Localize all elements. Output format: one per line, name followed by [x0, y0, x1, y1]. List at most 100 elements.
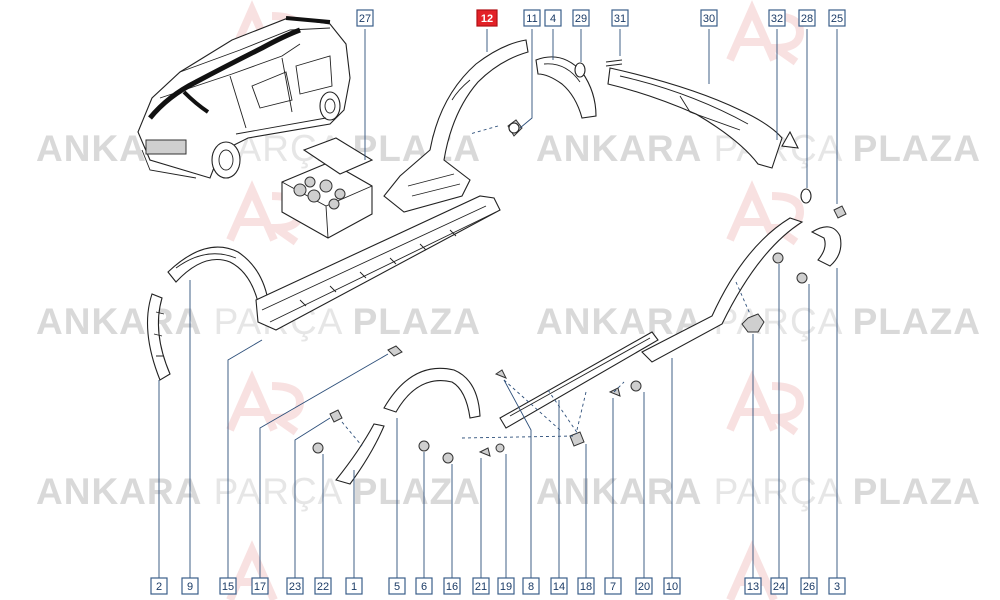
callout-label: 25: [831, 13, 843, 25]
callout-16[interactable]: 16: [443, 577, 461, 595]
callout-4[interactable]: 4: [544, 9, 562, 27]
fastener-clip: [608, 387, 621, 397]
car-illustration: [137, 16, 351, 179]
callout-label: 9: [187, 581, 193, 593]
callout-7[interactable]: 7: [604, 577, 622, 595]
callout-11[interactable]: 11: [523, 9, 541, 27]
part-15-side-sill: [255, 195, 501, 331]
watermark-word-3: PLAZA: [853, 471, 981, 512]
callout-label: 13: [747, 581, 759, 593]
fastener-screw: [796, 272, 808, 284]
callout-label: 22: [317, 581, 329, 593]
part-4-arch-piece: [535, 56, 597, 119]
watermark-word-1: ANKARA: [536, 471, 702, 512]
callout-13[interactable]: 13: [744, 577, 762, 595]
callout-22[interactable]: 22: [314, 577, 332, 595]
callout-label: 5: [394, 581, 400, 593]
part-2-fender-strip: [146, 293, 171, 381]
part-5-door-arch: [383, 367, 481, 419]
callout-label: 3: [834, 581, 840, 593]
callout-label: 32: [771, 13, 783, 25]
fastener-nut: [741, 313, 765, 333]
callout-label: 1: [351, 581, 357, 593]
callout-31[interactable]: 31: [611, 9, 629, 27]
watermark-word-3: PLAZA: [353, 301, 481, 342]
fastener-screw: [418, 440, 430, 452]
callout-label: 10: [666, 581, 678, 593]
callout-label: 28: [801, 13, 813, 25]
watermark-text: ANKARA PARÇA PLAZA: [536, 471, 981, 512]
callout-28[interactable]: 28: [798, 9, 816, 27]
callout-26[interactable]: 26: [800, 577, 818, 595]
fastener-clip: [833, 205, 847, 219]
watermark-word-3: PLAZA: [853, 301, 981, 342]
callout-2[interactable]: 2: [150, 577, 168, 595]
part-8-rocker-strip: [499, 331, 659, 429]
callout-19[interactable]: 19: [497, 577, 515, 595]
callout-5[interactable]: 5: [388, 577, 406, 595]
callout-18[interactable]: 18: [577, 577, 595, 595]
callout-9[interactable]: 9: [181, 577, 199, 595]
fastener-screw: [772, 252, 784, 264]
callout-label: 12: [481, 13, 493, 25]
callout-6[interactable]: 6: [415, 577, 433, 595]
callout-label: 27: [359, 13, 371, 25]
watermark-text: ANKARA PARÇA PLAZA: [36, 471, 481, 512]
callout-label: 11: [526, 13, 537, 25]
callout-20[interactable]: 20: [635, 577, 653, 595]
watermark-text: ANKARA PARÇA PLAZA: [536, 128, 981, 169]
fastener-clip: [494, 369, 508, 379]
watermark-word-1: ANKARA: [536, 128, 702, 169]
part-11-clip: [507, 119, 523, 137]
callout-30[interactable]: 30: [700, 9, 718, 27]
callout-label: 19: [500, 581, 512, 593]
part-27-clip-kit: [281, 137, 374, 239]
callout-29[interactable]: 29: [572, 9, 590, 27]
callout-8[interactable]: 8: [522, 577, 540, 595]
callout-3[interactable]: 3: [828, 577, 846, 595]
callout-row-bottom: 2 9 15 17 23 22 1 5 6 16 21 19 8 14 18 7…: [150, 577, 846, 595]
part-9-front-flare: [167, 246, 269, 303]
callout-14[interactable]: 14: [550, 577, 568, 595]
part-28-grommet: [800, 188, 812, 204]
callout-12[interactable]: 12: [476, 9, 498, 27]
callout-label: 6: [421, 581, 427, 593]
callout-25[interactable]: 25: [828, 9, 846, 27]
callout-label: 24: [773, 581, 785, 593]
callout-24[interactable]: 24: [770, 577, 788, 595]
watermark-word-2: PARÇA: [714, 471, 843, 512]
callout-10[interactable]: 10: [663, 577, 681, 595]
callout-label: 30: [703, 13, 715, 25]
callout-label: 7: [610, 581, 616, 593]
callout-label: 14: [553, 581, 565, 593]
callout-label: 4: [550, 13, 556, 25]
callout-label: 23: [289, 581, 301, 593]
fastener-clip: [329, 409, 343, 423]
callout-1[interactable]: 1: [345, 577, 363, 595]
callout-label: 17: [254, 581, 266, 593]
callout-label: 18: [580, 581, 592, 593]
leader-lines: [158, 29, 838, 579]
callout-21[interactable]: 21: [472, 577, 490, 595]
callout-label: 31: [614, 13, 626, 25]
fastener-clip: [569, 431, 585, 447]
fastener-screw: [442, 452, 454, 464]
part-10-rear-sill: [641, 217, 804, 363]
callout-15[interactable]: 15: [219, 577, 237, 595]
callout-17[interactable]: 17: [251, 577, 269, 595]
fasteners: [312, 205, 847, 464]
callout-32[interactable]: 32: [768, 9, 786, 27]
callout-label: 16: [446, 581, 458, 593]
callout-label: 20: [638, 581, 650, 593]
fastener-clip: [387, 345, 403, 357]
callout-label: 15: [222, 581, 234, 593]
part-3-rear-corner: [810, 226, 842, 267]
watermark-word-1: ANKARA: [36, 471, 202, 512]
callout-27[interactable]: 27: [356, 9, 374, 27]
callout-23[interactable]: 23: [286, 577, 304, 595]
callout-label: 26: [803, 581, 815, 593]
part-1-strip: [335, 423, 385, 485]
watermark-word-3: PLAZA: [353, 471, 481, 512]
part-30-spoiler: [607, 67, 783, 169]
